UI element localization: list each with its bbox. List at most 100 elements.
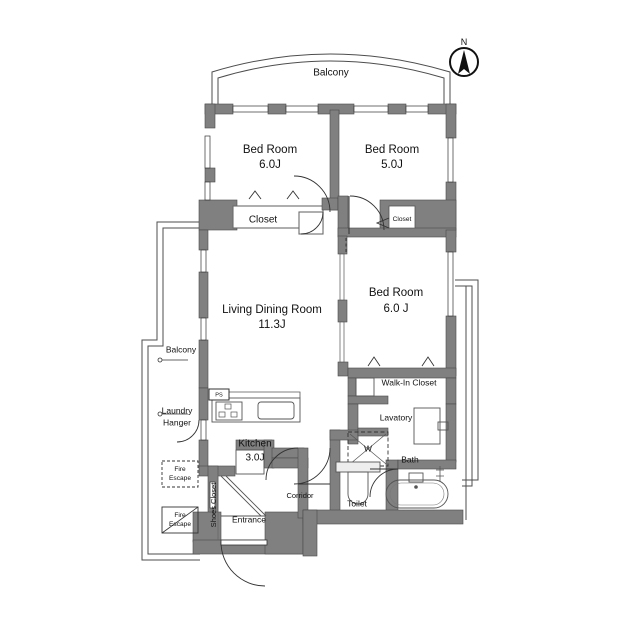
- corridor-door-swing-2: [293, 447, 331, 485]
- label-walk-in-closet: Walk-In Closet: [382, 377, 438, 387]
- kitchen-sink: [257, 401, 295, 420]
- fire-escape-box-solid: [161, 506, 199, 534]
- wall-top-seg1: [267, 103, 287, 115]
- label-ps: PS: [215, 392, 223, 398]
- window-right-bed3: [447, 251, 454, 317]
- label-kitchen-size: 3.0J: [246, 453, 265, 464]
- lavatory-vanity: [413, 407, 441, 445]
- entry-door: [220, 539, 268, 546]
- window-top-3: [353, 105, 389, 113]
- hanger-mark-1: [248, 190, 262, 200]
- wall-bath-top: [397, 459, 457, 470]
- window-left-bed1-b: [204, 181, 211, 201]
- label-bedroom3-name: Bed Room: [369, 287, 423, 299]
- fire-escape-diagonal: [161, 506, 199, 534]
- label-entrance: Entrance: [232, 514, 266, 524]
- closet-bed2-arrow: [375, 217, 390, 229]
- label-fire-escape-1b: Escape: [169, 475, 191, 482]
- wall-bed1-bed2: [329, 109, 340, 211]
- label-kitchen-name: Kitchen: [238, 439, 271, 450]
- label-living-name: Living Dining Room: [222, 304, 322, 316]
- bathtub: [385, 479, 449, 509]
- burner-1: [224, 403, 232, 410]
- washer-cross: [349, 433, 387, 465]
- label-bedroom3-size: 6.0 J: [384, 303, 409, 315]
- wall-entry-pillar-right: [264, 511, 304, 555]
- label-balcony-left: Balcony: [166, 344, 197, 354]
- label-shoes-closet: Shoes Closet: [209, 482, 218, 528]
- wic-hanger-2: [421, 356, 435, 367]
- bath-shelf: [408, 472, 424, 483]
- window-left-living-2: [200, 317, 207, 341]
- label-bath: Bath: [401, 454, 419, 464]
- structural-walls: [192, 103, 464, 557]
- wall-bed3-top: [337, 227, 457, 238]
- ps-box: [208, 388, 230, 401]
- shower-riser: [436, 466, 444, 482]
- balcony-top-outline: [211, 53, 451, 108]
- window-right-bed2: [447, 137, 454, 183]
- toilet-tank: [335, 461, 381, 473]
- wall-top-seg3: [387, 103, 407, 115]
- label-corridor: Corridor: [286, 491, 314, 500]
- wall-bottom-main: [302, 509, 464, 525]
- toilet-bowl: [347, 471, 369, 505]
- label-fire-escape-2b: Escape: [169, 521, 191, 528]
- compass-rose: N: [449, 37, 479, 77]
- label-closet-bedroom2: Closet: [393, 216, 412, 223]
- burner-2: [218, 411, 226, 418]
- label-washer: W: [364, 443, 372, 453]
- sliding-door-bed3-1: [339, 253, 345, 301]
- label-bedroom1-name: Bed Room: [243, 144, 297, 156]
- kitchen-stove: [215, 401, 243, 421]
- window-entrance: [209, 481, 216, 509]
- closet-main-door-panel: [298, 211, 324, 235]
- lavatory-faucet: [437, 421, 449, 431]
- fixtures-and-details: [157, 175, 449, 587]
- wic-door: [355, 377, 375, 397]
- label-lavatory: Lavatory: [380, 412, 413, 422]
- label-toilet: Toilet: [347, 498, 367, 508]
- label-bedroom2-name: Bed Room: [365, 144, 419, 156]
- label-laundry-line2: Hanger: [163, 417, 191, 427]
- wall-pillar-left: [198, 199, 238, 231]
- kitchen-counter: [211, 397, 301, 423]
- wall-bottom-left-stub: [302, 509, 318, 557]
- bath-drain: [414, 485, 418, 489]
- label-fire-escape-2a: Fire: [174, 512, 186, 519]
- label-fire-escape-1a: Fire: [174, 466, 186, 473]
- window-top-1: [232, 105, 269, 113]
- label-balcony-top: Balcony: [313, 68, 349, 79]
- bathtub-inner: [389, 482, 445, 506]
- burner-3: [230, 411, 238, 418]
- fire-escape-box-dashed: [161, 460, 199, 488]
- label-bedroom1-size: 6.0J: [259, 159, 281, 171]
- sliding-door-bed3-2: [339, 321, 345, 363]
- kitchen-counter-back: [212, 391, 301, 398]
- window-top-4: [405, 105, 429, 113]
- door-swing-bed1: [293, 175, 331, 213]
- label-closet-main: Closet: [249, 215, 278, 226]
- wall-bed3-bottom: [347, 367, 457, 379]
- corridor-door-swing-1: [265, 447, 299, 481]
- window-left-living-1: [200, 249, 207, 273]
- wic-hanger-1: [367, 356, 381, 367]
- compass-needle: [458, 50, 470, 74]
- label-bedroom2-size: 5.0J: [381, 159, 403, 171]
- hanger-mark-2: [286, 190, 300, 200]
- kitchen-door-swing: [176, 419, 200, 443]
- right-exterior-ledge: [455, 279, 479, 520]
- closet-door-swing: [300, 211, 324, 235]
- corridor-closet: [235, 449, 265, 475]
- wall-toilet-left: [329, 429, 341, 519]
- closet-bed2-box: [388, 205, 416, 233]
- compass-north-label: N: [461, 37, 468, 47]
- balcony-left-outline: [141, 221, 200, 561]
- window-kitchen: [200, 419, 207, 441]
- window-top-2: [285, 105, 319, 113]
- entrance-step: [220, 475, 267, 517]
- label-laundry-line1: Laundry: [162, 405, 193, 415]
